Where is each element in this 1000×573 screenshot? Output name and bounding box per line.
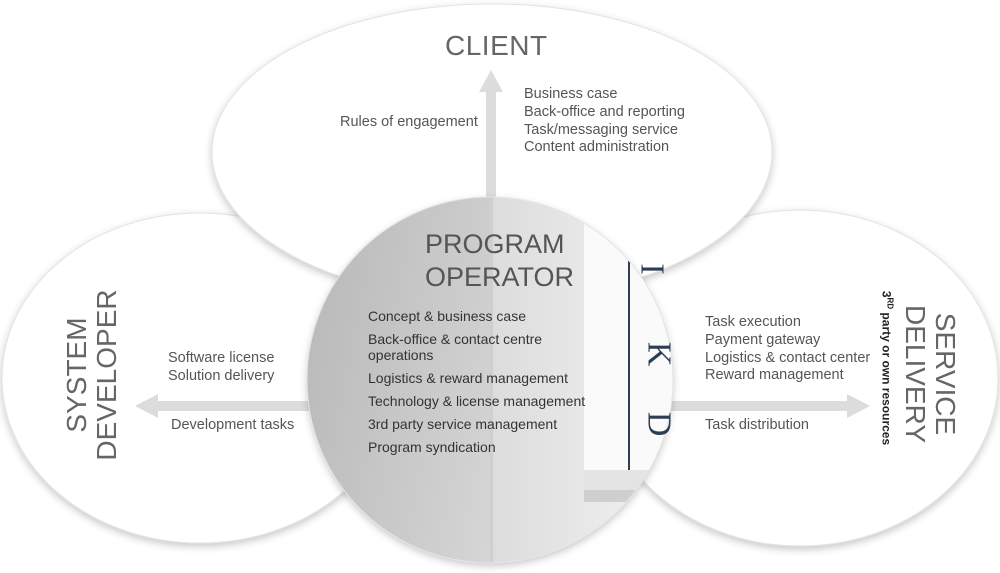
service-delivery-item: Logistics & contact center (705, 349, 871, 366)
banner-letter-i: I (633, 263, 671, 275)
system-developer-title-line1: SYSTEM (61, 317, 92, 433)
service-delivery-title-line1: SERVICE (930, 312, 961, 436)
client-item: Task/messaging service (524, 121, 678, 138)
service-delivery-item: Reward management (705, 367, 844, 384)
client-item: Content administration (524, 139, 670, 156)
system-developer-title: SYSTEM DEVELOPER (61, 289, 122, 461)
program-operator-item: Concept & business case (368, 308, 526, 324)
system-developer-title-line2: DEVELOPER (91, 289, 122, 461)
program-operator-item: Back-office & contact centre operations (368, 331, 543, 363)
system-developer-item: Software license (168, 350, 275, 366)
arrow-left (135, 394, 330, 418)
service-delivery-item-list: Task execution Payment gateway Logistics… (705, 314, 870, 385)
subtitle-sup: RD (885, 297, 895, 310)
program-operator-item: 3rd party service management (368, 416, 558, 432)
client-rules-text: Rules of engagement (340, 114, 478, 130)
service-delivery-item: Task execution (705, 314, 801, 330)
service-delivery-item: Payment gateway (705, 331, 821, 348)
client-item-list: Business case Back-office and reporting … (524, 86, 685, 157)
service-delivery-title: SERVICE DELIVERY (900, 305, 961, 443)
client-item: Business case (524, 86, 618, 102)
service-delivery-title-line2: DELIVERY (900, 305, 931, 443)
service-delivery-subtitle: 3RD party or own resources (880, 291, 895, 445)
task-distribution-text: Task distribution (705, 417, 809, 433)
program-operator-title-line1: PROGRAM (425, 229, 565, 259)
program-operator-item-list: Concept & business case Back-office & co… (368, 308, 585, 462)
system-developer-item: Solution delivery (168, 367, 275, 384)
program-operator-title: PROGRAM OPERATOR (425, 228, 574, 294)
banner-letter-k: K (640, 341, 678, 367)
client-item: Back-office and reporting (524, 103, 685, 120)
subtitle-pre: 3 (879, 290, 894, 298)
client-title: CLIENT (445, 30, 548, 61)
arrow-right (660, 394, 870, 418)
arrow-up (479, 70, 503, 202)
system-developer-item-list: Software license Solution delivery (168, 350, 274, 386)
program-operator-item: Logistics & reward management (368, 370, 568, 386)
program-operator-title-line2: OPERATOR (425, 262, 575, 292)
program-operator-item: Technology & license management (368, 393, 586, 409)
subtitle-post: party or own resources (879, 309, 894, 446)
banner-letter-d: D (640, 411, 678, 437)
program-operator-item: Program syndication (368, 439, 496, 455)
development-tasks-text: Development tasks (171, 417, 295, 433)
